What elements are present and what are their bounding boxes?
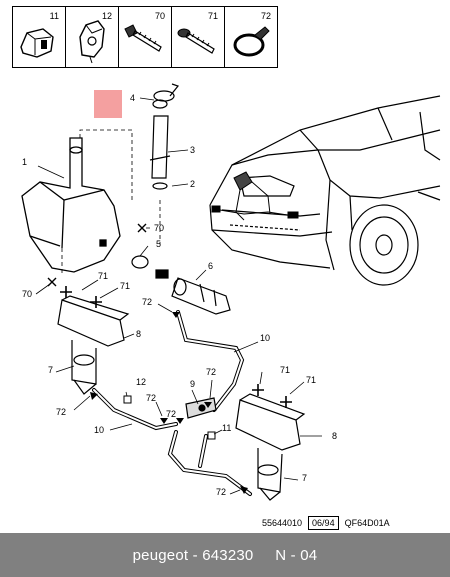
strip-number: 70 <box>154 11 165 21</box>
screw-icon <box>177 28 215 54</box>
reservoir <box>21 137 121 273</box>
callout-72-f: 72 <box>216 487 227 497</box>
callout-70-b: 70 <box>22 289 33 299</box>
callout-1: 1 <box>22 157 28 167</box>
leader-lines <box>35 97 322 495</box>
strip-number: 71 <box>207 11 218 21</box>
callout-11: 11 <box>222 423 232 433</box>
footer-caption: peugeot - 643230 N - 04 <box>0 533 450 577</box>
callout-72-d: 72 <box>166 409 177 419</box>
washer-system-diagram <box>21 83 441 501</box>
strip-cell-71: 71 <box>172 7 225 67</box>
callout-9: 9 <box>190 379 196 389</box>
filler-neck <box>149 83 180 190</box>
right-nozzle <box>235 393 306 501</box>
clamp-72-marks <box>90 312 248 494</box>
reference-code: QF64D01A <box>344 518 390 528</box>
strip-cell-70: 70 <box>119 7 172 67</box>
strip-number: 11 <box>49 11 59 21</box>
strip-cell-11: 11 <box>13 7 66 67</box>
callout-4: 4 <box>130 93 136 103</box>
callout-3: 3 <box>190 145 196 155</box>
callout-71-c: 71 <box>280 365 291 375</box>
strip-number: 72 <box>260 11 271 21</box>
strip-cell-72: 72 <box>225 7 277 67</box>
callout-7-left: 7 <box>48 365 54 375</box>
callout-72-a: 72 <box>142 297 153 307</box>
reference-row: 55644010 06/94 QF64D01A <box>262 516 390 530</box>
hoses <box>92 310 252 496</box>
screw-71-marks <box>60 286 292 408</box>
callout-72-b: 72 <box>56 407 67 417</box>
parts-strip: 11 12 70 71 72 <box>12 6 278 68</box>
callout-10-mid: 10 <box>94 425 105 435</box>
engine-bay-detail <box>211 171 299 221</box>
callout-71-a: 71 <box>98 271 109 281</box>
callout-71-b: 71 <box>120 281 131 291</box>
callout-5: 5 <box>156 239 162 249</box>
callout-70-a: 70 <box>154 223 165 233</box>
callout-8-left: 8 <box>136 329 142 339</box>
screw-icon <box>124 24 162 52</box>
footer-text: peugeot - 643230 N - 04 <box>132 546 318 564</box>
vehicle-outline <box>209 95 441 286</box>
tee-connector <box>185 397 217 419</box>
part-number: 55644010 <box>262 518 303 528</box>
reference-date: 06/94 <box>308 516 339 530</box>
clip-11-mark <box>207 431 216 440</box>
highlight-marker <box>94 90 122 118</box>
strip-number: 12 <box>101 11 112 21</box>
callout-8-right: 8 <box>332 431 338 441</box>
strip-cell-12: 12 <box>66 7 119 67</box>
callout-72-c: 72 <box>146 393 157 403</box>
callout-10-top: 10 <box>260 333 271 343</box>
callout-2: 2 <box>190 179 196 189</box>
callout-12: 12 <box>136 377 147 387</box>
clip-icon <box>20 28 54 58</box>
left-nozzle <box>57 295 130 395</box>
callout-7-right: 7 <box>302 473 308 483</box>
callout-6: 6 <box>208 261 214 271</box>
clip-12-mark <box>123 395 132 404</box>
hoses-inner <box>93 311 251 495</box>
hose-clamp-icon <box>233 26 270 57</box>
callout-72-e: 72 <box>206 367 217 377</box>
clip-icon <box>79 20 105 64</box>
callout-71-d: 71 <box>306 375 317 385</box>
